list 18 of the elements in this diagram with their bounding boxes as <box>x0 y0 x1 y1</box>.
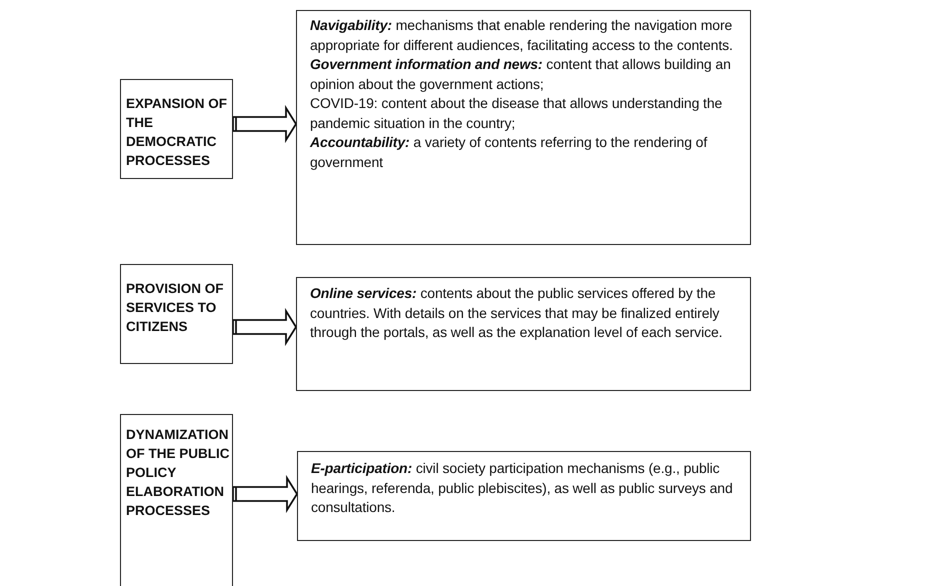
category-title: EXPANSION OF THE DEMOCRATIC PROCESSES <box>126 95 228 170</box>
category-box <box>120 264 233 364</box>
description-text: Government information and news: content that allows building an opinion about the government actions; <box>310 55 732 94</box>
category-box <box>120 414 233 586</box>
description-text: Navigability: mechanisms that enable rendering the navigation more appropriate for different audiences, facilitating access to the contents. <box>310 16 734 55</box>
description-text: COVID-19: content about the disease that allows understanding the pandemic situation in the country; <box>310 94 724 133</box>
category-title: PROVISION OF SERVICES TO CITIZENS <box>126 280 225 336</box>
description-text: Online services: contents about the public services offered by the countries. With details on the services that may be finalized entirely through the portals, as well as the explanation level of each service. <box>310 284 724 342</box>
block-arrow <box>232 104 298 144</box>
description-box <box>296 10 751 245</box>
description-box <box>297 451 751 541</box>
description-box <box>296 277 751 391</box>
description-text: E-participation: civil society participation mechanisms (e.g., public hearings, referenda, public plebiscites), as well as public surveys and consultations. <box>311 459 734 517</box>
description-text: Accountability: a variety of contents referring to the rendering of government <box>310 133 708 172</box>
category-title: DYNAMIZATION OF THE PUBLIC POLICY ELABORATION PROCESSES <box>126 426 230 520</box>
block-arrow <box>232 308 298 346</box>
category-box <box>120 79 233 179</box>
block-arrow <box>232 474 298 514</box>
